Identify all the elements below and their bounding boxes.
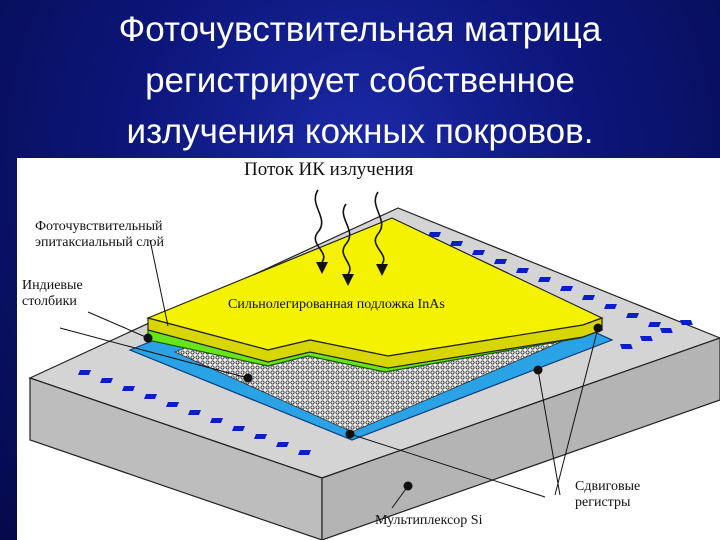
bond-pads: [77, 232, 693, 455]
slide-title: Фоточувствительная матрица регистрирует …: [20, 4, 700, 157]
ir-flux-label: Поток ИК излучения: [244, 159, 414, 180]
indium-label-1: Индиевые: [22, 278, 83, 293]
ir-flux-arrows: [314, 189, 385, 275]
chip-front-face: [321, 337, 720, 540]
epi-layer-dot: [143, 333, 153, 343]
indium-label-2: столбики: [22, 294, 77, 309]
shift-register-dot-2: [533, 365, 543, 375]
title-line-2: регистрирует собственное: [145, 61, 575, 100]
ir-arrow-heads: [316, 262, 388, 286]
substrate-label: Сильнолегированная подложка InAs: [228, 297, 445, 312]
epi-layer-label-2: эпитаксиальный слой: [35, 235, 164, 250]
title-line-1: Фоточувствительная матрица: [118, 10, 602, 49]
callout-dots: [143, 323, 603, 491]
sensor-diagram: Поток ИК излучения Фоточувствительный эп…: [17, 158, 720, 540]
shift-register-label-1: Сдвиговые: [575, 479, 640, 494]
shift-register-label-2: регистры: [575, 495, 631, 510]
epi-layer-label-1: Фоточувствительный: [35, 219, 163, 234]
shift-register-dot-1: [593, 323, 603, 333]
indium-bump-dot: [243, 373, 253, 383]
leader-lines: [59, 239, 599, 509]
multiplexer-dot: [403, 481, 413, 491]
title-line-3: излучения кожных покровов.: [126, 112, 594, 151]
multiplexer-label: Мультиплексор Si: [375, 513, 483, 528]
chip-left-face: [29, 377, 323, 540]
shift-register-dot-3: [345, 429, 355, 439]
